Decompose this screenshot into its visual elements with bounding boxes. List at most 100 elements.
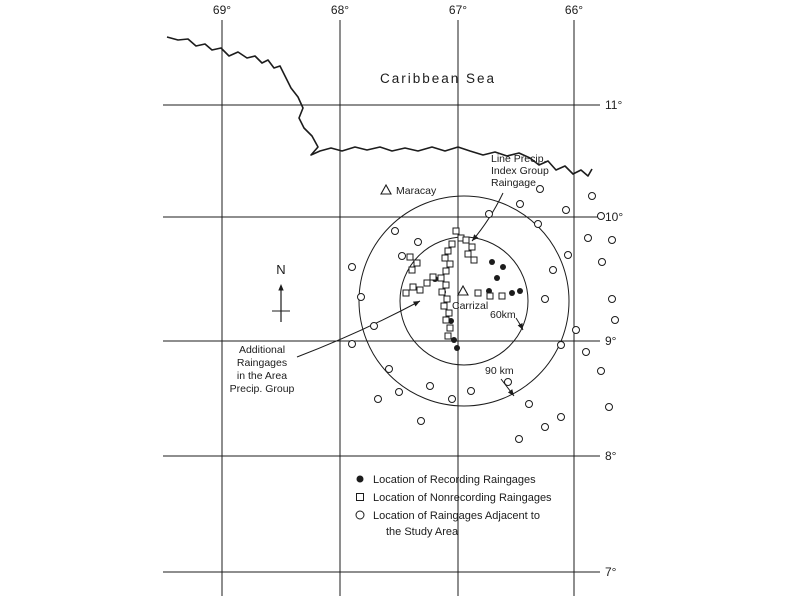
adjacent-raingage-marker	[588, 192, 596, 200]
adjacent-raingage-marker	[395, 388, 403, 396]
recording-raingage-marker	[454, 345, 460, 351]
nonrecording-raingage-marker	[409, 283, 417, 291]
nonrecording-raingage-marker	[423, 279, 431, 287]
legend-item-recording: Location of Recording Raingages	[373, 474, 536, 486]
nonrecording-raingage-marker	[441, 254, 449, 262]
nonrecording-raingage-marker	[452, 227, 460, 235]
nonrecording-raingage-marker	[443, 295, 451, 303]
radius-label-60km: 60km	[490, 309, 516, 321]
adjacent-raingage-marker	[608, 236, 616, 244]
adjacent-raingage-marker	[597, 367, 605, 375]
adjacent-raingage-marker	[448, 395, 456, 403]
adjacent-raingage-marker	[605, 403, 613, 411]
nonrecording-raingage-marker	[416, 286, 424, 294]
nonrecording-raingage-marker	[440, 302, 448, 310]
radius-leader-60km-arrowhead	[517, 322, 523, 330]
latitude-label: 11°	[605, 98, 622, 112]
latitude-label: 7°	[605, 565, 617, 579]
adjacent-raingage-marker	[348, 340, 356, 348]
adjacent-raingage-marker	[374, 395, 382, 403]
place-label-carrizal: Carrizal	[452, 300, 488, 312]
adjacent-raingage-marker	[516, 200, 524, 208]
adjacent-raingage-marker	[485, 210, 493, 218]
adjacent-raingage-marker	[549, 266, 557, 274]
adjacent-raingage-marker	[562, 206, 570, 214]
nonrecording-raingage-marker	[468, 243, 476, 251]
recording-raingage-marker	[500, 264, 506, 270]
adjacent-raingage-marker	[598, 258, 606, 266]
nonrecording-raingage-marker	[413, 259, 421, 267]
adjacent-raingage-marker	[584, 234, 592, 242]
coastline	[166, 36, 593, 177]
adjacent-raingage-marker	[536, 185, 544, 193]
annotation-additional-raingages-leader-arrowhead	[412, 301, 420, 307]
annotation-line-precip-index-text: Raingage	[491, 177, 536, 189]
place-marker-maracay	[380, 183, 392, 195]
adjacent-raingage-marker	[564, 251, 572, 259]
nonrecording-raingage-marker	[446, 260, 454, 268]
latitude-label: 8°	[605, 449, 617, 463]
nonrecording-raingage-marker	[498, 292, 506, 300]
adjacent-raingage-marker	[525, 400, 533, 408]
longitude-label: 67°	[449, 3, 467, 17]
nonrecording-raingage-marker	[444, 332, 452, 340]
nonrecording-raingage-marker	[470, 256, 478, 264]
annotation-line-precip-index-text: Index Group	[491, 165, 549, 177]
longitude-label: 68°	[331, 3, 349, 17]
nonrecording-raingage-marker	[442, 281, 450, 289]
nonrecording-raingage-marker	[408, 266, 416, 274]
adjacent-raingage-marker	[608, 295, 616, 303]
study-circle-outer-90km	[358, 195, 570, 407]
annotation-additional-raingages-leader	[296, 300, 421, 358]
nonrecording-raingage-marker	[464, 250, 472, 258]
annotation-additional-raingages-text: in the Area	[237, 370, 287, 382]
annotation-line-precip-index-text: Line Precip.	[491, 153, 546, 165]
recording-raingage-marker	[494, 275, 500, 281]
adjacent-raingage-marker	[515, 435, 523, 443]
legend-marker-recording	[356, 475, 364, 483]
radius-leader-90km-arrowhead	[507, 389, 514, 396]
nonrecording-raingage-marker	[406, 253, 414, 261]
adjacent-raingage-marker	[582, 348, 590, 356]
adjacent-raingage-marker	[597, 212, 605, 220]
longitude-label: 66°	[565, 3, 583, 17]
nonrecording-raingage-marker	[442, 267, 450, 275]
adjacent-raingage-marker	[557, 341, 565, 349]
recording-raingage-marker	[509, 290, 515, 296]
nonrecording-raingage-marker	[446, 324, 454, 332]
annotation-line-precip-index-leader-arrowhead	[472, 234, 479, 241]
latitude-label: 9°	[605, 334, 617, 348]
place-label-maracay: Maracay	[396, 185, 437, 197]
nonrecording-raingage-marker	[437, 274, 445, 282]
legend-item-nonrecording: Location of Nonrecording Raingages	[373, 492, 552, 504]
adjacent-raingage-marker	[398, 252, 406, 260]
adjacent-raingage-marker	[572, 326, 580, 334]
nonrecording-raingage-marker	[444, 247, 452, 255]
adjacent-raingage-marker	[541, 423, 549, 431]
adjacent-raingage-marker	[541, 295, 549, 303]
adjacent-raingage-marker	[370, 322, 378, 330]
latitude-label: 10°	[605, 210, 623, 224]
nonrecording-raingage-marker	[445, 309, 453, 317]
adjacent-raingage-marker	[414, 238, 422, 246]
adjacent-raingage-marker	[504, 378, 512, 386]
legend-item-adjacent: Location of Raingages Adjacent to	[373, 510, 540, 522]
radius-label-90km: 90 km	[485, 365, 514, 377]
north-label: N	[276, 262, 285, 277]
legend-marker-adjacent	[355, 510, 365, 520]
nonrecording-raingage-marker	[448, 240, 456, 248]
nonrecording-raingage-marker	[462, 236, 470, 244]
adjacent-raingage-marker	[417, 417, 425, 425]
nonrecording-raingage-marker	[429, 273, 437, 281]
nonrecording-raingage-marker	[438, 288, 446, 296]
annotation-additional-raingages-text: Additional	[239, 344, 285, 356]
nonrecording-raingage-marker	[442, 316, 450, 324]
nonrecording-raingage-marker	[486, 292, 494, 300]
adjacent-raingage-marker	[426, 382, 434, 390]
adjacent-raingage-marker	[391, 227, 399, 235]
legend-item-adjacent-line2: the Study Area	[386, 526, 459, 538]
sea-label: Caribbean Sea	[380, 71, 496, 86]
adjacent-raingage-marker	[611, 316, 619, 324]
